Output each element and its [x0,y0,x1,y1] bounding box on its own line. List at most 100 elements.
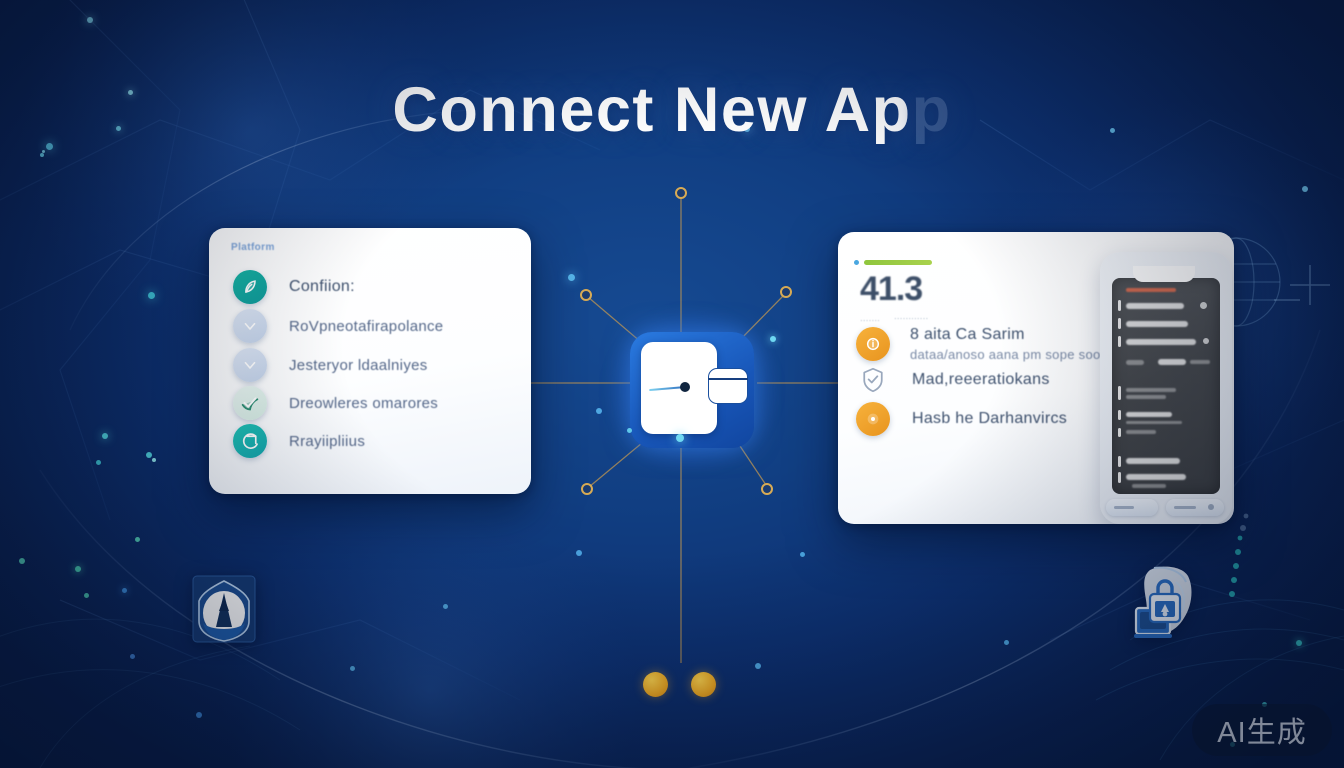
screen-dot [1203,338,1209,344]
hub-edge-dot [770,336,776,342]
screen-bar [1118,300,1121,311]
screen-bar [1118,428,1121,437]
chevron-down-icon [233,309,267,343]
left-feature-card[interactable]: Platform Confiion: RoVpneotafirapolance [209,228,531,494]
screen-text-line [1126,458,1180,464]
chevron-down-icon [233,348,267,382]
screen-dot [1200,302,1207,309]
bg-glow-dot [135,537,140,542]
right-stats-card[interactable]: 41.3 ······· ············ 8 aita Ca Sari… [838,232,1234,524]
progress-indicator-dot [854,260,859,265]
check-icon [233,386,267,420]
list-item-label: 8 aita Ca Sarim [910,326,1025,343]
bg-glow-dot [102,433,108,439]
screen-bar [1118,336,1121,347]
stat-caption-left: ······· [860,316,881,325]
bg-glow-dot [122,588,127,593]
bg-glow-dot [96,460,101,465]
hub-edge-dot [627,428,632,433]
bg-glow-dot [87,17,93,23]
bg-glow-dot [1296,640,1302,646]
hub-pivot-dot [680,382,690,392]
phone-button-right-text [1174,506,1196,509]
list-item-label: Dreowleres omarores [289,394,439,412]
hub-tab-divider [708,378,748,380]
screen-text-line [1126,360,1144,365]
list-item-label: Rrayiipliius [289,432,366,450]
screen-text-line [1132,484,1166,488]
page-title-text: Connect New Ap [392,75,912,145]
bg-glow-dot [19,558,25,564]
list-item-label: Confiion: [289,278,355,295]
bg-glow-dot [443,604,448,609]
bg-glow-dot [1004,640,1009,645]
screen-text-line [1158,359,1186,365]
bg-glow-dot [148,292,155,299]
bg-glow-dot [146,452,152,458]
orange-node [691,672,716,697]
screen-bar [1118,318,1121,329]
page-title-tail: p [911,75,952,145]
ai-watermark: AI生成 [1192,704,1332,756]
bg-glow-dot [75,566,81,572]
screen-bar [1118,456,1121,467]
dot-circle-icon [856,402,890,436]
list-item-label: Jesteryor ldaalniyes [289,356,428,374]
list-item[interactable]: Hasb he Darhanvircs [856,402,1067,436]
list-item-label: RoVpneotafirapolance [289,317,444,335]
bg-glow-dot [42,150,45,153]
leaf-icon [233,270,267,304]
screen-bar [1118,410,1121,420]
phone-mockup [1100,252,1232,524]
screen-text-line [1126,321,1188,327]
shield-check-icon [856,363,890,397]
bg-glow-dot [46,143,53,150]
stat-value: 41.3 [860,270,923,309]
ai-watermark-text: AI生成 [1217,717,1307,749]
screen-text-line [1126,395,1166,399]
screen-text-line [1190,360,1210,364]
screen-text-line [1126,303,1184,309]
screen-text-line [1126,474,1186,480]
list-item[interactable]: Confiion: [233,270,355,304]
screen-accent-bar [1126,288,1176,292]
info-circle-icon [856,327,890,361]
bg-glow-dot [576,550,582,556]
bg-glow-dot [800,552,805,557]
bg-glow-dot [596,408,602,414]
arrow-circle-icon [233,424,267,458]
screen-text-line [1126,421,1182,424]
screen-bar [1118,472,1121,483]
security-lock-devices-icon[interactable] [1124,562,1204,648]
list-item[interactable]: Mad,reeeratiokans [856,363,1050,397]
bg-glow-dot [568,274,575,281]
bg-glow-dot [350,666,355,671]
bg-glow-dot [152,458,156,462]
list-item-sublabel: dataa/anoso aana pm sope soos [910,347,1108,362]
phone-button-left-text [1114,506,1134,509]
screen-text-line [1126,430,1156,434]
stat-number: 41.3 [860,270,923,308]
list-item[interactable]: Jesteryor ldaalniyes [233,348,428,382]
phone-screen [1112,278,1220,494]
hub-edge-dot [676,434,684,442]
list-item[interactable]: 8 aita Ca Sarim dataa/anoso aana pm sope… [856,326,1107,362]
bg-glow-dot [84,593,89,598]
list-item-label: Mad,reeeratiokans [912,371,1050,388]
orange-node [643,672,668,697]
stat-caption-right: ············ [894,314,929,323]
bg-glow-dot [1110,128,1115,133]
shield-tree-badge[interactable] [192,575,256,643]
list-item[interactable]: RoVpneotafirapolance [233,309,443,343]
list-item[interactable]: Dreowleres omarores [233,386,438,420]
integration-hub[interactable] [606,308,778,472]
bg-glow-dot [755,663,761,669]
bg-glow-dot [744,126,750,132]
list-item[interactable]: Rrayiipliius [233,424,365,458]
screen-text-line [1126,412,1172,417]
hub-side-tab [708,368,748,404]
screen-text-line [1126,388,1176,392]
bg-glow-dot [196,712,202,718]
